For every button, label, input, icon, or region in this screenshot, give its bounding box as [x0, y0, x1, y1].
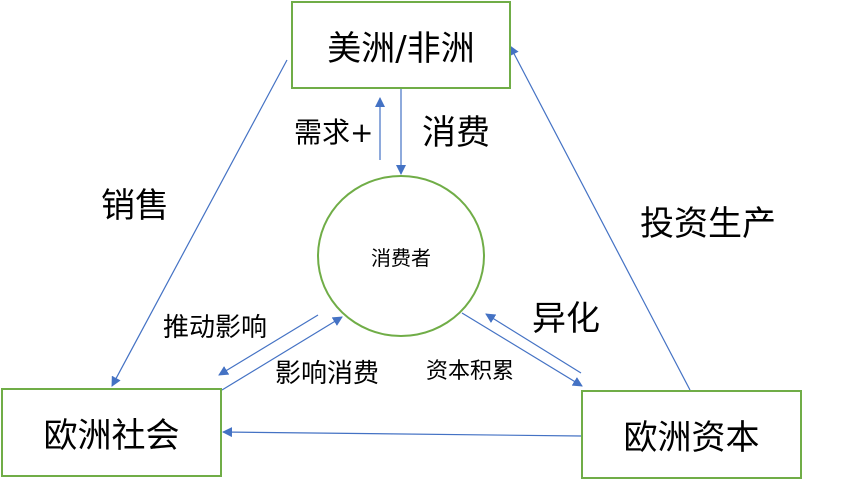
- node-european-capital-label: 欧洲资本: [623, 418, 760, 458]
- arrow-right-to-left: [222, 427, 582, 438]
- node-consumer: 消费者: [317, 175, 485, 337]
- arrow-society-to-consumer: [221, 316, 343, 391]
- label-consume: 消费: [422, 113, 490, 153]
- label-push: 推动影响: [163, 313, 268, 343]
- arrow-right-to-top: [509, 45, 691, 391]
- node-european-society-label: 欧洲社会: [43, 416, 180, 456]
- node-european-society: 欧洲社会: [1, 388, 222, 477]
- node-european-capital: 欧洲资本: [581, 390, 802, 479]
- label-accumulation: 资本积累: [426, 359, 515, 384]
- label-sales: 销售: [101, 186, 169, 226]
- label-influence: 影响消费: [275, 359, 380, 389]
- label-alienation: 异化: [532, 299, 600, 339]
- node-america-africa: 美洲/非洲: [291, 1, 511, 89]
- arrow-top-to-left: [111, 59, 288, 387]
- arrow-alienation-to-consumer: [485, 313, 582, 374]
- label-demand: 需求+: [294, 116, 374, 149]
- arrow-consumer-to-capital: [461, 312, 583, 387]
- node-america-africa-label: 美洲/非洲: [327, 28, 475, 69]
- arrow-push-to-society: [218, 314, 319, 376]
- label-invest: 投资生产: [640, 204, 776, 244]
- node-consumer-label: 消费者: [371, 245, 431, 270]
